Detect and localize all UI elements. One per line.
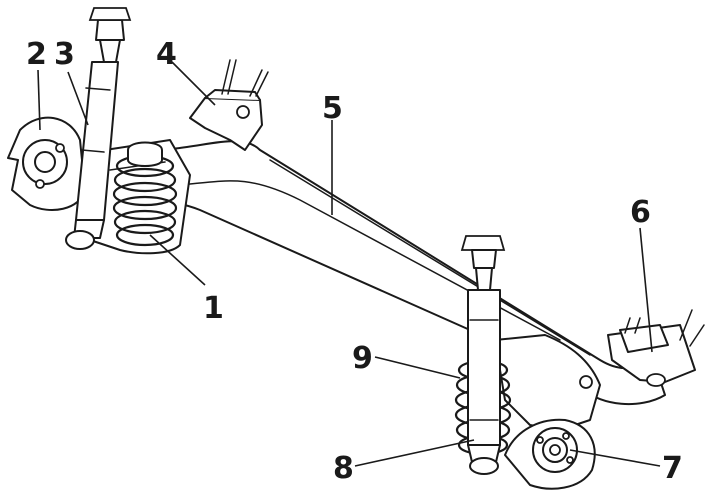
right-hub-assembly — [504, 418, 596, 490]
leader-6 — [639, 227, 653, 353]
leader-2 — [37, 69, 41, 131]
callout-8: 8 — [333, 451, 354, 486]
callout-2: 2 — [26, 37, 47, 72]
callout-3: 3 — [54, 37, 75, 72]
left-hub-assembly — [7, 116, 86, 211]
leader-1 — [149, 234, 206, 286]
leader-4 — [171, 61, 216, 106]
left-mounting-bracket — [189, 59, 269, 151]
right-shock-absorber — [460, 235, 506, 475]
leader-9 — [374, 356, 461, 379]
callout-5: 5 — [322, 91, 343, 126]
leader-3 — [67, 71, 89, 126]
callout-9: 9 — [352, 341, 373, 376]
leader-lines — [37, 61, 661, 467]
callout-labels: 1 2 3 4 5 6 7 8 9 — [26, 37, 683, 486]
leader-7 — [569, 449, 661, 467]
callout-7: 7 — [662, 451, 683, 486]
callout-6: 6 — [630, 195, 651, 230]
callout-1: 1 — [203, 291, 224, 326]
callout-4: 4 — [156, 37, 177, 72]
right-mounting-bracket — [607, 309, 705, 387]
leader-8 — [354, 439, 475, 467]
left-coil-spring — [112, 141, 178, 247]
left-shock-absorber — [65, 7, 132, 250]
